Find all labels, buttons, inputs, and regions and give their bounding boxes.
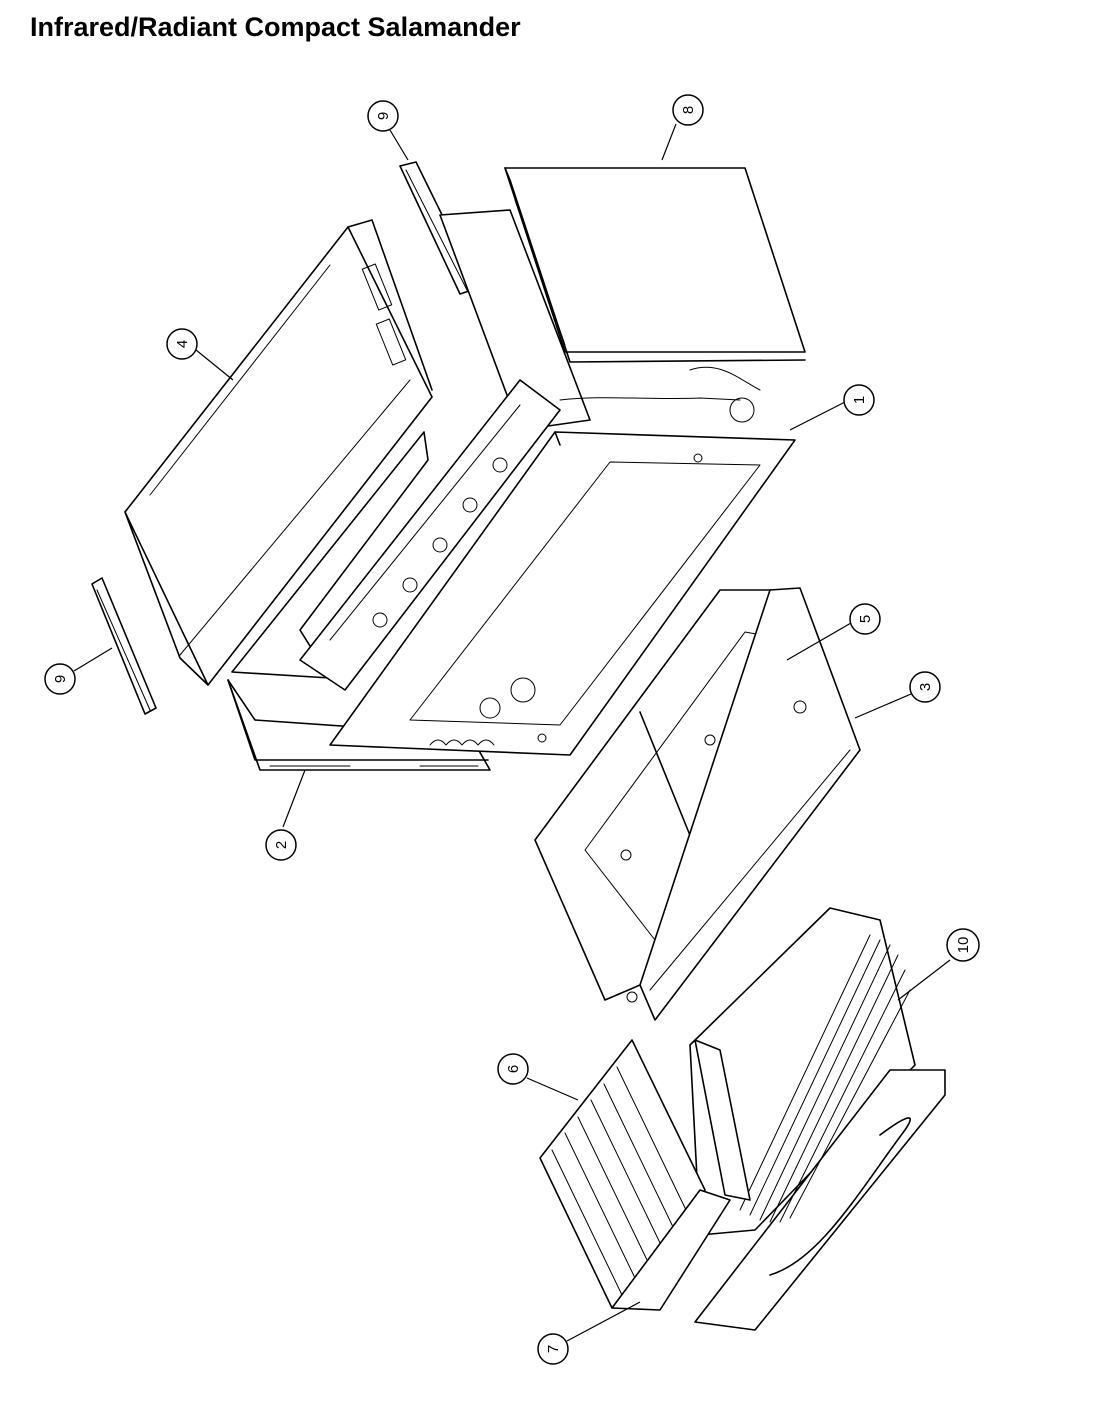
- callout-7: 7: [537, 1333, 569, 1365]
- callout-9-top: 9: [367, 100, 399, 132]
- part-broiler-drawer: [689, 907, 946, 1331]
- drawer-grill-lines: [739, 934, 911, 1223]
- callout-8-label: 8: [680, 106, 697, 114]
- callout-leaders: [73, 123, 951, 1342]
- callout-1-label: 1: [851, 396, 868, 404]
- part-rear-panel: [504, 167, 806, 363]
- callout-6: 6: [497, 1053, 529, 1085]
- grid-rack-bars: [551, 1066, 688, 1296]
- part-outer-rack: [639, 587, 861, 1021]
- callout-3-label: 3: [917, 683, 934, 691]
- callout-5: 5: [849, 603, 881, 635]
- page-title: Infrared/Radiant Compact Salamander: [30, 12, 521, 42]
- callout-10-label: 10: [955, 937, 972, 954]
- part-rack-support: [611, 1039, 751, 1311]
- callout-6-label: 6: [505, 1065, 522, 1073]
- callout-9-top-label: 9: [375, 112, 392, 120]
- callout-8: 8: [672, 94, 704, 126]
- callout-5-label: 5: [857, 615, 874, 623]
- callout-2: 2: [265, 829, 297, 861]
- callout-1: 1: [843, 384, 875, 416]
- part-side-trim-left: [91, 577, 157, 715]
- callout-10: 10: [946, 928, 980, 962]
- part-top-cover: [124, 219, 433, 686]
- part-front-frame: [329, 431, 796, 756]
- callout-7-label: 7: [545, 1345, 562, 1353]
- callout-3: 3: [909, 671, 941, 703]
- callout-4-label: 4: [174, 340, 191, 348]
- callout-2-label: 2: [273, 841, 290, 849]
- callout-4: 4: [166, 328, 198, 360]
- callout-9-left-label: 9: [52, 675, 69, 683]
- callout-9-left: 9: [44, 663, 76, 695]
- part-burner-body: [299, 209, 761, 691]
